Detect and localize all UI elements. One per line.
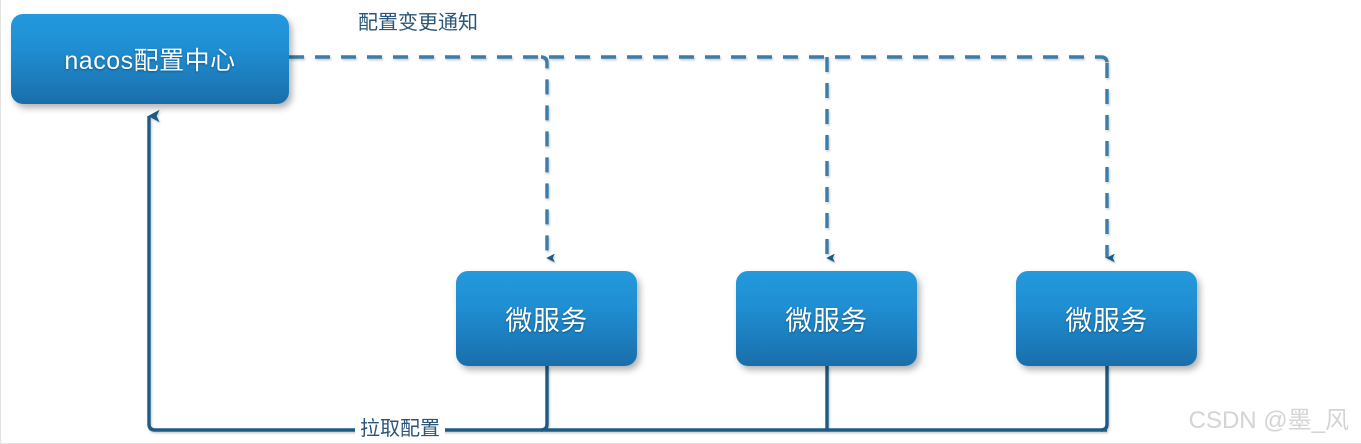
- node-microservice-1-label: 微服务: [505, 306, 588, 336]
- edge-pull-rail: [147, 109, 1107, 432]
- edge-label-pull: 拉取配置: [355, 418, 445, 440]
- node-config-center-label: nacos配置中心: [64, 47, 236, 75]
- node-microservice-2-label: 微服务: [785, 306, 868, 336]
- edge-label-notify: 配置变更通知: [358, 12, 478, 34]
- node-config-center[interactable]: nacos配置中心: [11, 14, 289, 104]
- edge-pull-drop-1: [540, 366, 549, 432]
- edge-notify-trunk: [289, 55, 1109, 64]
- edge-notify-branch-1: [540, 55, 555, 263]
- node-microservice-2[interactable]: 微服务: [736, 271, 917, 366]
- node-microservice-3-label: 微服务: [1065, 306, 1148, 336]
- edge-notify-group: [289, 55, 1115, 263]
- edge-pull-group: [147, 109, 1109, 432]
- csdn-watermark: CSDN @墨_风: [1188, 407, 1349, 434]
- node-microservice-1[interactable]: 微服务: [456, 271, 637, 366]
- edge-pull-drop-3: [1100, 366, 1109, 432]
- node-microservice-3[interactable]: 微服务: [1016, 271, 1197, 366]
